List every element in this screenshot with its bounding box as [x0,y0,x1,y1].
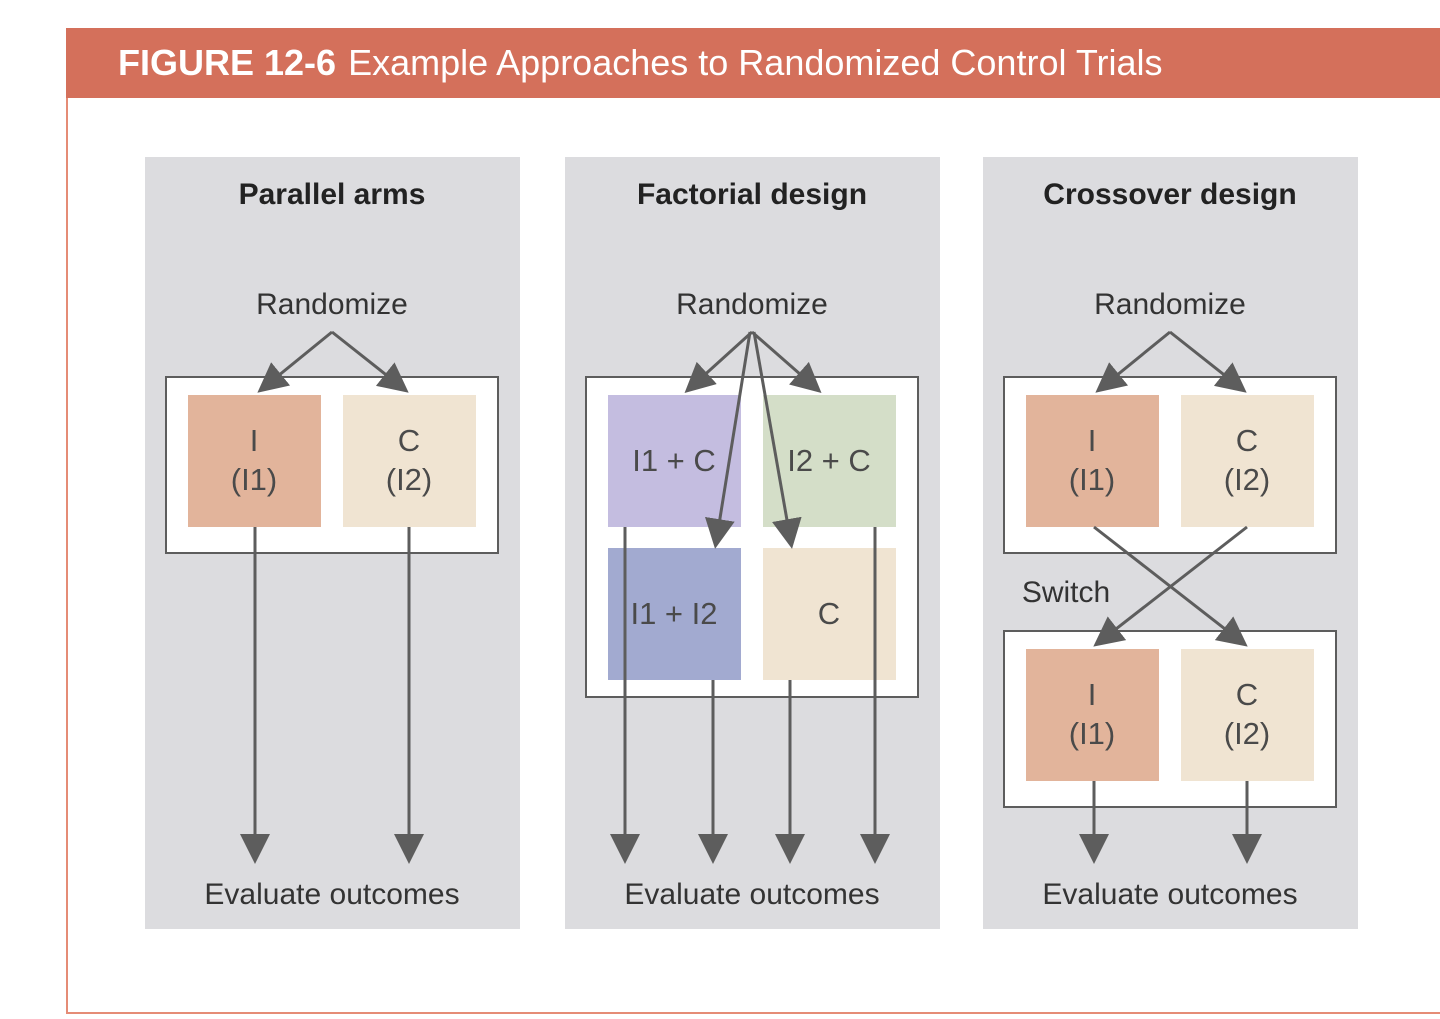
panel-crossover-design: Crossover design Randomize I (I1) C (I2)… [983,157,1358,929]
switch-arrow [1093,525,1248,647]
intervention-box [188,395,321,527]
randomize-label: Randomize [676,288,828,321]
randomize-arrow [752,331,802,549]
panel-title: Factorial design [637,178,867,211]
switch-arrow [1093,525,1248,647]
control-sublabel: (I2) [1224,716,1271,751]
randomize-arrow [1169,330,1247,393]
control-label: C [1236,423,1258,458]
control-label: C [1236,677,1258,712]
intervention-sublabel: (I1) [231,462,278,497]
control-sublabel: (I2) [386,462,433,497]
i1-plus-c-label: I1 + C [632,443,716,478]
panel-parallel-arms: Parallel arms Randomize I (I1) C (I2) Ev… [145,157,520,929]
randomize-arrow [751,330,822,393]
control-box [1181,395,1314,527]
intervention-label: I [1088,423,1097,458]
evaluate-outcomes-label: Evaluate outcomes [624,878,879,911]
evaluate-outcomes-label: Evaluate outcomes [1042,878,1297,911]
control-sublabel: (I2) [1224,462,1271,497]
intervention-sublabel: (I1) [1069,462,1116,497]
intervention-sublabel: (I1) [1069,716,1116,751]
figure-frame [66,28,1440,1014]
evaluate-outcomes-label: Evaluate outcomes [204,878,459,911]
i2-plus-c-label: I2 + C [787,443,871,478]
i1-plus-i2-box [608,548,741,680]
control-label: C [398,423,420,458]
control-box [1181,649,1314,781]
randomize-label: Randomize [1094,288,1246,321]
randomize-arrow [1095,330,1171,393]
control-box [343,395,476,527]
figure-title-bar: FIGURE 12-6 Example Approaches to Random… [66,28,1440,98]
i1-plus-c-box [608,395,741,527]
randomize-arrow [257,330,333,393]
randomize-arrow [705,331,752,549]
randomize-arrow [684,330,754,394]
figure-title: Example Approaches to Randomized Control… [348,42,1163,83]
panel-factorial-design: Factorial design Randomize I1 + C I2 + C… [565,157,940,929]
intervention-label: I [1088,677,1097,712]
panel-title: Parallel arms [239,178,426,211]
switch-label: Switch [1022,576,1110,609]
intervention-box [1026,395,1159,527]
control-label: C [818,596,840,631]
intervention-label: I [250,423,259,458]
intervention-box [1026,649,1159,781]
randomize-label: Randomize [256,288,408,321]
i1-plus-i2-label: I1 + I2 [630,596,717,631]
panel-title: Crossover design [1043,178,1296,211]
figure-number: FIGURE 12-6 [118,42,337,83]
randomize-arrow [331,330,409,393]
